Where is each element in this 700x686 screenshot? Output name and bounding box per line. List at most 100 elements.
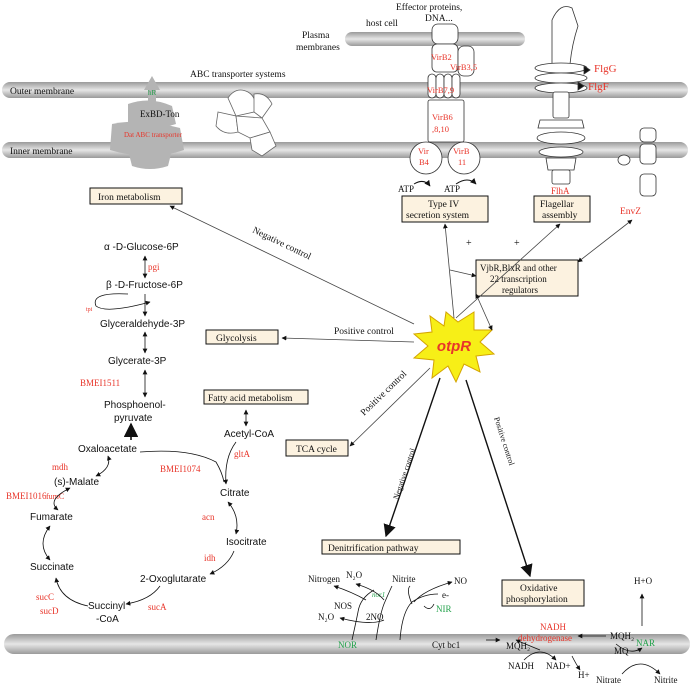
succinyl-coa-2: -CoA	[96, 614, 119, 625]
acetyl-coa: Acetyl-CoA	[224, 429, 274, 440]
neg-control-denit: Negative control	[391, 446, 417, 500]
oxphos-text-2: phosphorylation	[506, 595, 568, 605]
glycolysis-pathway: α -D-Glucose-6P pgi β -D-Fructose-6P tpi…	[80, 242, 185, 424]
otpr-label: otpR	[437, 338, 471, 355]
flha-label: FlhA	[551, 186, 570, 196]
oxaloacetate: Oxaloacetate	[78, 444, 137, 455]
pos-control-oxphos: Positive control	[492, 416, 516, 467]
membranes-label: membranes	[296, 43, 340, 53]
regulators-text-1: VjbR,BlxR and other	[480, 263, 557, 273]
abc-transporter-label: ABC transporter systems	[190, 70, 286, 80]
pos-control-tca: Positive control	[359, 369, 409, 418]
nadh: NADH	[508, 661, 534, 671]
atp-arrow-1	[413, 179, 431, 187]
bmei1074-enzyme: BMEI1074	[160, 464, 201, 474]
sucd-enzyme: sucD	[40, 606, 59, 616]
regulators-box	[475, 259, 579, 297]
flgf-label: FlgF	[588, 81, 609, 93]
atp-label-1: ATP	[398, 184, 414, 194]
pgi-enzyme: pgi	[148, 262, 160, 272]
bmei1016-enzyme: BMEI1016	[6, 491, 47, 501]
exbd-ton-transporter: hR ExBD-Ton Dat ABC transporter	[110, 76, 184, 169]
t4ss-machinery	[409, 23, 481, 175]
idh-enzyme: idh	[204, 553, 216, 563]
no-top: NO	[454, 576, 467, 586]
denitrification-text: Denitrification pathway	[328, 543, 419, 554]
isocitrate: Isocitrate	[226, 537, 267, 548]
succ-enzyme: sucC	[36, 592, 54, 602]
nar-enzyme: NAR	[636, 638, 655, 648]
virb4-label-2: B4	[419, 157, 430, 167]
succinyl-coa-1: Succinyl	[88, 601, 125, 612]
t4ss-text-1: Type IV	[428, 200, 459, 210]
virb11-label-1: VirB	[453, 146, 470, 156]
nad-plus: NAD+	[546, 661, 571, 671]
glycolysis-box	[205, 329, 279, 345]
electron: e-	[442, 590, 449, 600]
bmei1511-enzyme: BMEI1511	[80, 378, 120, 388]
control-arrows-bold	[383, 377, 533, 578]
pep-2: pyruvate	[114, 413, 153, 424]
tca-cycle-box	[285, 439, 349, 457]
regulators-text-3: regulators	[502, 285, 538, 295]
virb11-label-2: 11	[458, 157, 466, 167]
membranes: host cell Plasma membranes Outer membran…	[2, 19, 690, 654]
mdh-enzyme: mdh	[52, 462, 69, 472]
tca-cycle-text: TCA cycle	[296, 445, 337, 455]
inner-membrane-label: Inner membrane	[10, 147, 73, 157]
pos-control-glycolysis: Positive control	[334, 327, 394, 337]
fumarate: Fumarate	[30, 512, 73, 523]
host-cell-label: host cell	[366, 19, 398, 29]
hr-label: hR	[148, 89, 157, 97]
tca-arrows	[42, 409, 249, 607]
atp-label-2: ATP	[444, 184, 460, 194]
plus-sign-1: +	[466, 238, 472, 249]
2no: 2NO	[366, 612, 384, 622]
pep-1: Phosphoenol-	[104, 400, 166, 411]
suca-enzyme: sucA	[148, 602, 167, 612]
dat-abc-label: Dat ABC transporter	[124, 131, 183, 139]
iron-metabolism-text: Iron metabolism	[98, 193, 161, 203]
nitrate: Nitrate	[596, 675, 621, 685]
atp-arrow-2	[455, 178, 477, 185]
oxphos-arrows	[486, 593, 661, 675]
control-arrows	[169, 205, 633, 447]
iron-metabolism-box	[89, 187, 183, 205]
glyceraldehyde-3p: Glyceraldehyde-3P	[100, 319, 185, 330]
malate: (s)-Malate	[54, 477, 99, 488]
denitrification-arrows	[333, 580, 453, 641]
oxphos-pathway: H+O MQH₂ NAR MQ NADH dehydrogenase MQH₂ …	[506, 576, 678, 685]
fatty-acid-box	[203, 389, 309, 405]
glta-enzyme: gltA	[234, 449, 251, 459]
exbd-ton-label: ExBD-Ton	[140, 109, 180, 119]
mq: MQ	[614, 646, 629, 656]
regulators-text-2: 22 transcription	[490, 274, 547, 284]
t4ss-box	[401, 195, 489, 223]
glycolysis-arrows	[94, 255, 151, 398]
n2o-bottom: N₂O	[318, 612, 335, 622]
glucose-6p: α -D-Glucose-6P	[104, 242, 179, 253]
glycolysis-text: Glycolysis	[216, 334, 257, 344]
envz-sensor	[617, 127, 657, 197]
oxphos-text-1: Oxidative	[520, 584, 557, 594]
succinate: Succinate	[30, 562, 74, 573]
h2o: H+O	[634, 576, 653, 586]
boxes	[89, 187, 591, 607]
oxoglutarate: 2-Oxoglutarate	[140, 574, 207, 585]
tpi-enzyme: tpi	[86, 307, 93, 313]
flagellar-text-2: assembly	[542, 211, 578, 221]
h-plus: H+	[578, 670, 590, 680]
glycerate-3p: Glycerate-3P	[108, 356, 167, 367]
fructose-6p: β -D-Fructose-6P	[106, 280, 183, 291]
flgg-label: FlgG	[594, 63, 617, 75]
nitrogen: Nitrogen	[308, 574, 340, 584]
denitrification-box	[321, 539, 461, 555]
virb4-label-1: Vir	[418, 146, 429, 156]
neg-control-iron: Negative control	[251, 226, 313, 263]
flagellar-box	[533, 195, 591, 223]
virb6-label-1: VirB6	[432, 112, 453, 122]
bottom-membrane	[4, 634, 690, 654]
n2o-top: N₂O	[346, 570, 363, 580]
effector-label-2: DNA...	[425, 14, 453, 24]
